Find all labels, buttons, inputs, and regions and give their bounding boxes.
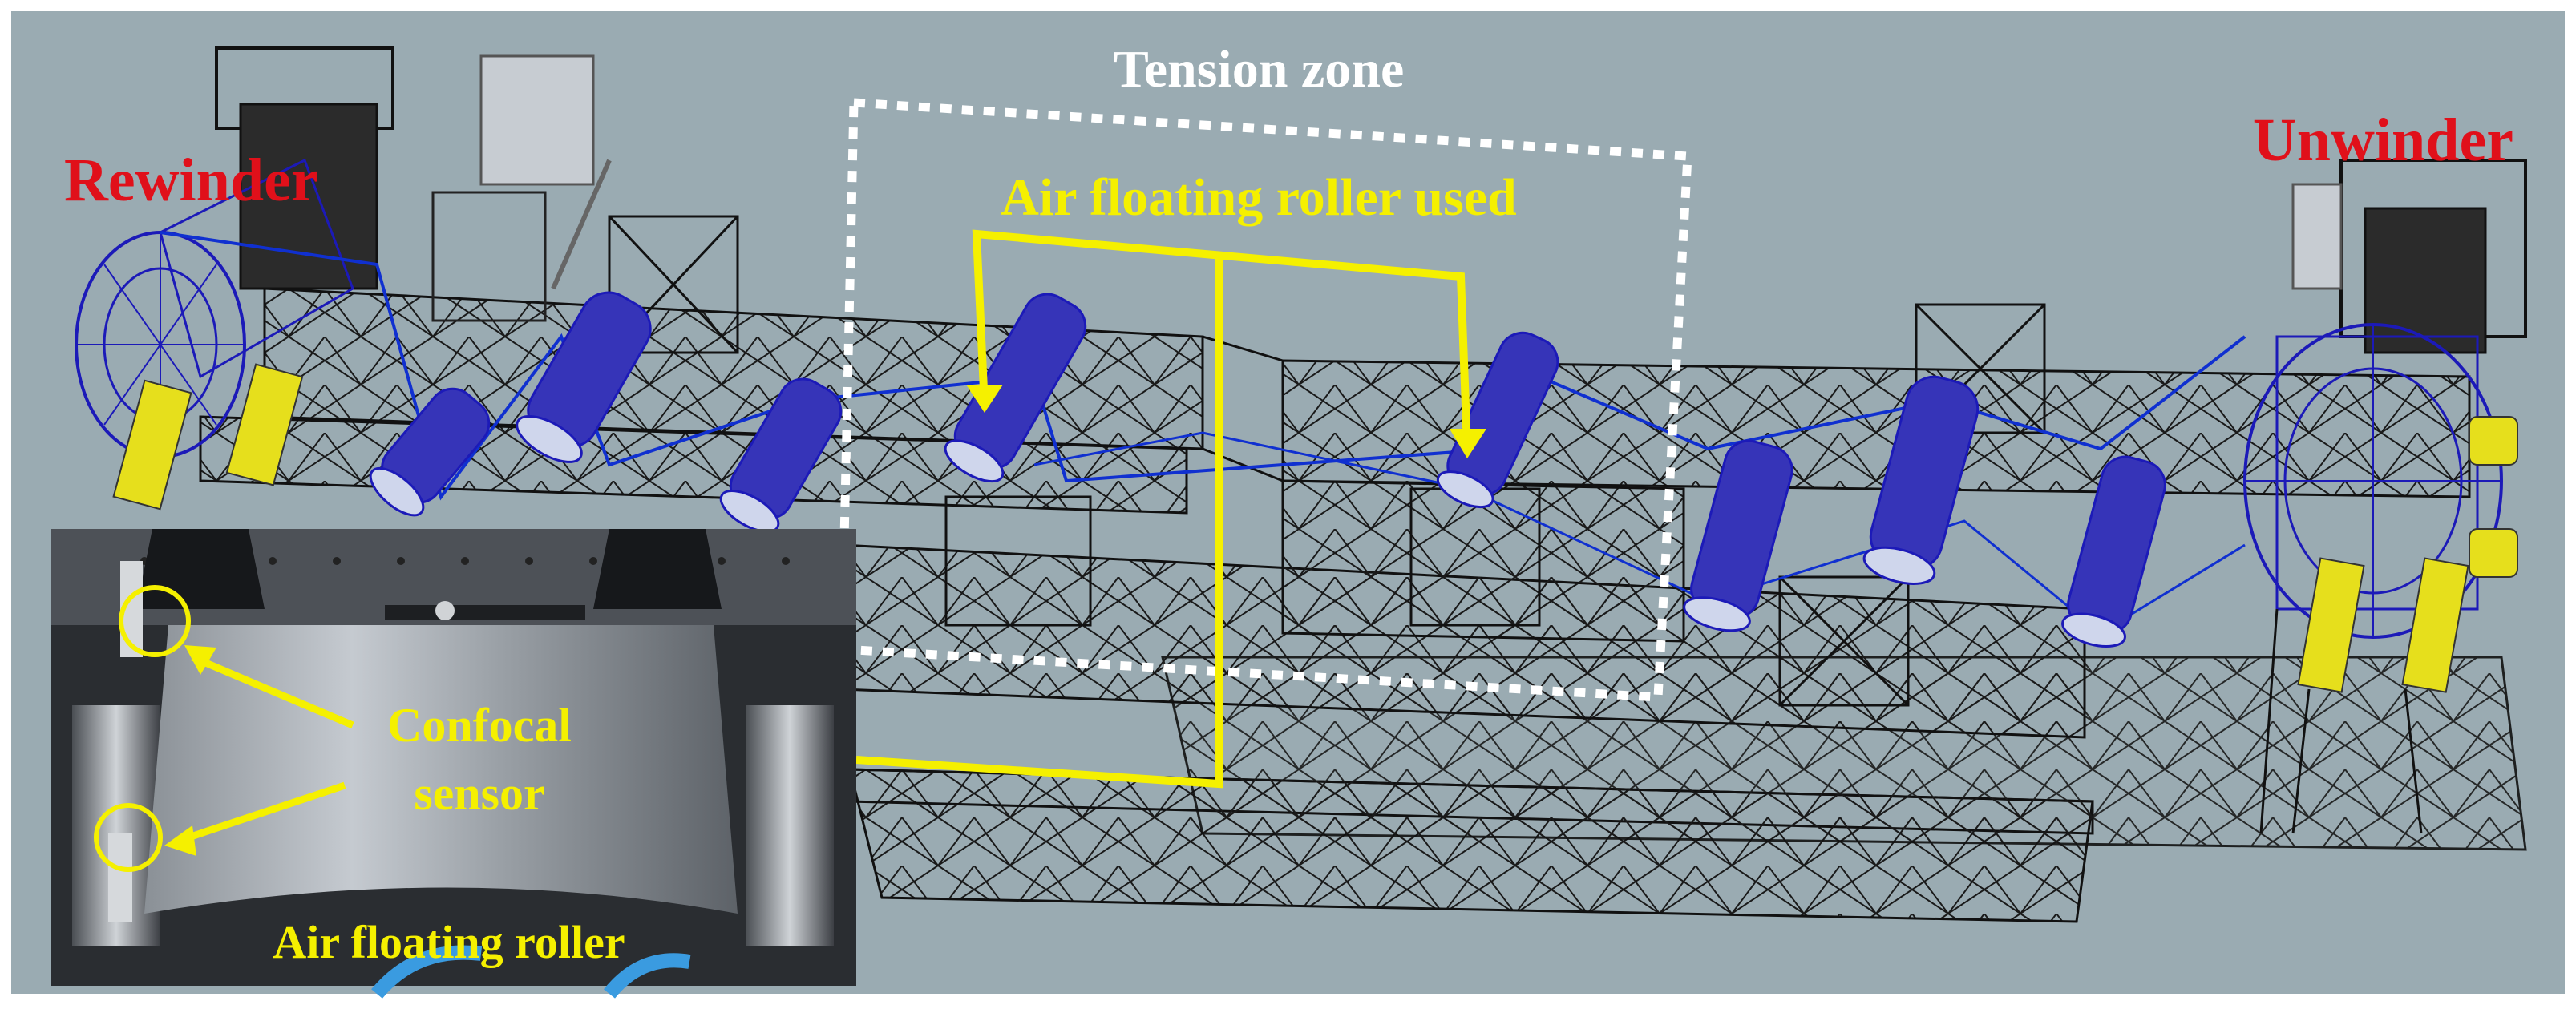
sensor-pointer-bottom — [175, 781, 346, 846]
roller-7 — [1862, 375, 1980, 585]
confocal-sensor-label-line1: Confocal — [387, 699, 572, 752]
air-floating-roller-pointer — [855, 229, 1486, 789]
confocal-sensor-label-line2: sensor — [414, 767, 544, 820]
sensor-marker-top — [119, 585, 191, 657]
air-floating-roller-label: Air floating roller — [273, 916, 625, 968]
roller-3 — [719, 377, 843, 533]
roller-2 — [516, 291, 652, 463]
unwinder-label: Unwinder — [2253, 107, 2513, 174]
roller-1 — [369, 387, 491, 517]
web-path-line — [160, 231, 2246, 501]
sensor-marker-bottom — [94, 803, 163, 872]
unwinder-assembly — [2243, 159, 2527, 834]
air-floating-roller-left — [944, 293, 1087, 483]
air-floating-roller-used-label: Air floating roller used — [1001, 168, 1517, 227]
rewinder-label: Rewinder — [64, 147, 318, 214]
sensor-pointer-top — [191, 653, 354, 729]
base-plate — [848, 656, 2527, 923]
tension-zone-label: Tension zone — [1114, 40, 1404, 99]
roller-6 — [1683, 439, 1793, 632]
air-floating-roller-right — [1436, 331, 1559, 509]
inset-photo — [51, 529, 856, 999]
rewinder-assembly — [75, 46, 612, 511]
roller-8 — [2061, 455, 2166, 648]
